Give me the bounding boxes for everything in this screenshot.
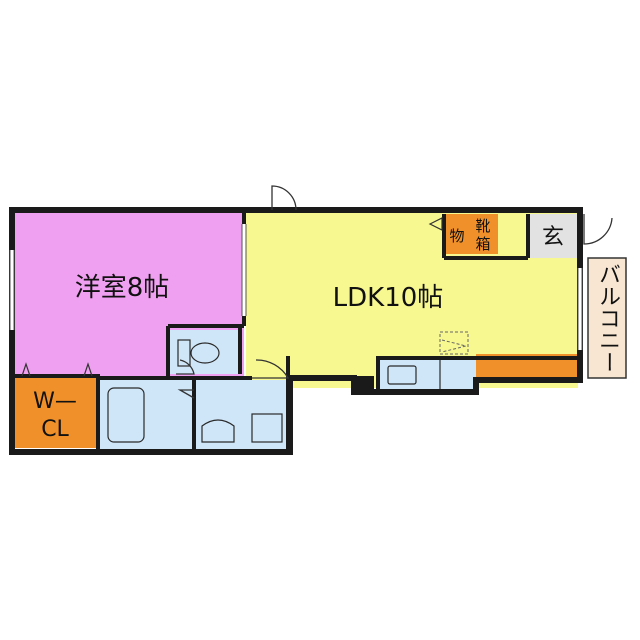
entrance-area [528, 214, 578, 258]
shoe-box-area [468, 214, 498, 254]
refrigerator-space-mark [441, 339, 467, 353]
pillar [354, 376, 374, 394]
washroom-door-swing [252, 359, 290, 379]
toilet-bowl [190, 342, 220, 364]
windows [10, 224, 582, 350]
shoe-box-label-1: 靴 [475, 217, 490, 235]
shoe-box-label-2: 箱 [475, 235, 490, 253]
balcony-area [587, 257, 627, 379]
top-door-swing [271, 185, 297, 211]
window-frames [9, 224, 583, 350]
entrance-door-swing [583, 214, 613, 245]
kitchen-sink [387, 365, 417, 385]
washbasin [201, 419, 235, 443]
storage-area [446, 214, 468, 254]
doors [176, 185, 613, 399]
washing-machine-pan [251, 413, 283, 443]
bath-door-swing [177, 389, 195, 399]
entrance-label: 玄 [542, 225, 564, 250]
walk-in-closet-label-line2: CL [41, 417, 69, 442]
walk-in-closet-area [14, 378, 96, 448]
toilet-tank [177, 339, 191, 367]
balcony-label: バルコニー [595, 263, 620, 373]
toilet-door-swing [176, 359, 195, 375]
bathtub [107, 387, 145, 443]
ldk-label: LDK10帖 [333, 283, 444, 313]
western-room-label: 洋室8帖 [75, 273, 170, 303]
walk-in-closet-label-line1: W— [33, 389, 77, 414]
storage-label: 物 [449, 227, 464, 245]
closet-door-marks [21, 217, 443, 377]
